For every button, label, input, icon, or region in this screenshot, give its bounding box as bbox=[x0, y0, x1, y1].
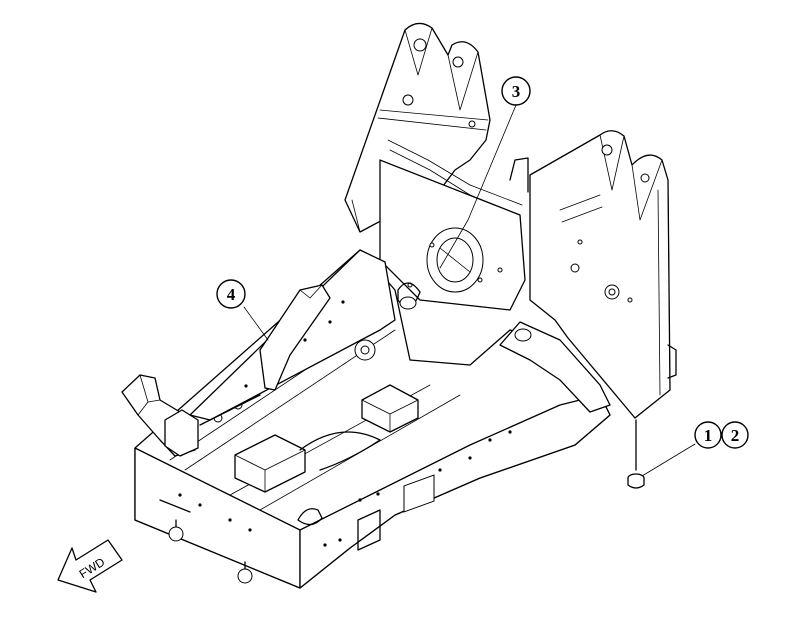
callout-4: 4 bbox=[216, 279, 246, 309]
leader-lines bbox=[243, 104, 696, 477]
fwd-direction-indicator: FWD bbox=[57, 539, 123, 593]
main-frame-tub bbox=[134, 249, 611, 589]
callout-4-label: 4 bbox=[227, 285, 236, 304]
right-lift-arm-mount bbox=[499, 321, 611, 413]
right-upright-tower bbox=[529, 130, 677, 419]
callout-1-label: 1 bbox=[704, 426, 713, 445]
side-plate-with-grab-handle bbox=[189, 249, 396, 421]
mounting-nut bbox=[627, 419, 645, 489]
callout-2-label: 2 bbox=[731, 426, 740, 445]
arrow-down-left-icon bbox=[57, 539, 123, 593]
callout-3: 3 bbox=[501, 76, 531, 106]
callout-3-label: 3 bbox=[512, 82, 521, 101]
callout-1: 1 bbox=[694, 421, 722, 449]
center-cross-plate bbox=[379, 157, 529, 311]
front-left-bracket bbox=[121, 374, 261, 457]
callout-2: 2 bbox=[721, 421, 749, 449]
